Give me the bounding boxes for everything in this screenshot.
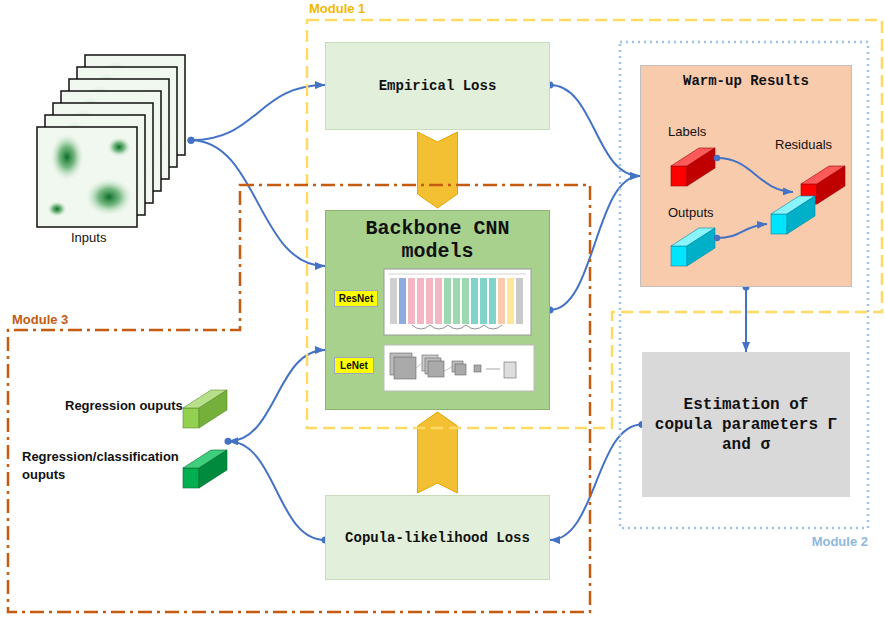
flow-arrow	[745, 287, 747, 352]
model-tag: LeNet	[334, 357, 374, 374]
node-text: Inputs	[71, 230, 106, 245]
start-dot	[188, 137, 195, 144]
module-region: Module 3 Regression ouputsRegression/clas…	[8, 185, 590, 612]
connector	[225, 350, 326, 445]
process-box: Copula-likelihood Loss	[325, 495, 550, 580]
input-stack: Inputs	[35, 52, 191, 248]
labels-bar	[671, 148, 715, 186]
flow-arrow	[191, 140, 325, 266]
connector	[547, 176, 641, 314]
connector	[547, 82, 641, 176]
model-box: Backbone CNN modelsResNetLeNet	[325, 210, 550, 410]
connector	[550, 421, 646, 540]
connector	[418, 132, 458, 208]
residual-arrows	[714, 155, 793, 241]
part-label: Residuals	[775, 137, 832, 152]
lenet-figure	[384, 345, 534, 391]
residuals-bars	[771, 166, 845, 234]
module-region: Module 2 Warm-up ResultsEstimation of co…	[620, 42, 868, 528]
model-tag: ResNet	[334, 290, 378, 307]
node-subtext: Regression/classification ouputs	[22, 448, 187, 483]
start-dot	[188, 137, 195, 144]
outputs-bar	[671, 228, 715, 266]
results-panel: Warm-up Results	[640, 65, 852, 287]
node-text: Estimation of copula parameters Γ and σ	[653, 395, 839, 455]
node-text: Empirical Loss	[379, 78, 497, 94]
block-arrow	[418, 132, 458, 208]
flow-arrow	[550, 425, 642, 541]
module-border	[620, 42, 868, 528]
output-group: Regression ouputsRegression/classificati…	[15, 385, 228, 500]
classification-output-bar	[183, 450, 227, 488]
block-arrow	[418, 412, 458, 493]
part-label: Labels	[668, 124, 706, 139]
flow-arrow	[550, 176, 640, 310]
node-text: Regression ouputs	[65, 398, 183, 413]
process-box: Estimation of copula parameters Γ and σ	[642, 352, 850, 497]
part-label: Outputs	[668, 205, 714, 220]
module-border	[8, 185, 590, 612]
node-text: LeNet	[340, 360, 368, 371]
resnet-figure	[384, 269, 531, 335]
regression-output-bar	[183, 390, 227, 428]
node-text: ResNet	[339, 293, 373, 304]
node-text: Module 2	[812, 534, 868, 549]
connector	[418, 412, 458, 493]
flow-arrow	[191, 85, 325, 140]
input-image-stack	[37, 55, 185, 227]
connector	[188, 137, 326, 266]
connector	[188, 85, 326, 144]
node-text: Module 3	[12, 312, 68, 327]
flow-arrow	[228, 441, 325, 540]
node-text: Copula-likelihood Loss	[345, 530, 530, 546]
connector	[228, 441, 329, 543]
flow-arrow	[550, 85, 640, 176]
connector	[743, 284, 750, 353]
process-box: Empirical Loss	[325, 42, 550, 130]
node-text: Backbone CNN models	[340, 217, 535, 263]
node-text: Warm-up Results	[683, 73, 809, 89]
start-dot	[225, 438, 232, 445]
residual-illustration	[641, 66, 853, 288]
node-text: Module 1	[309, 1, 365, 16]
